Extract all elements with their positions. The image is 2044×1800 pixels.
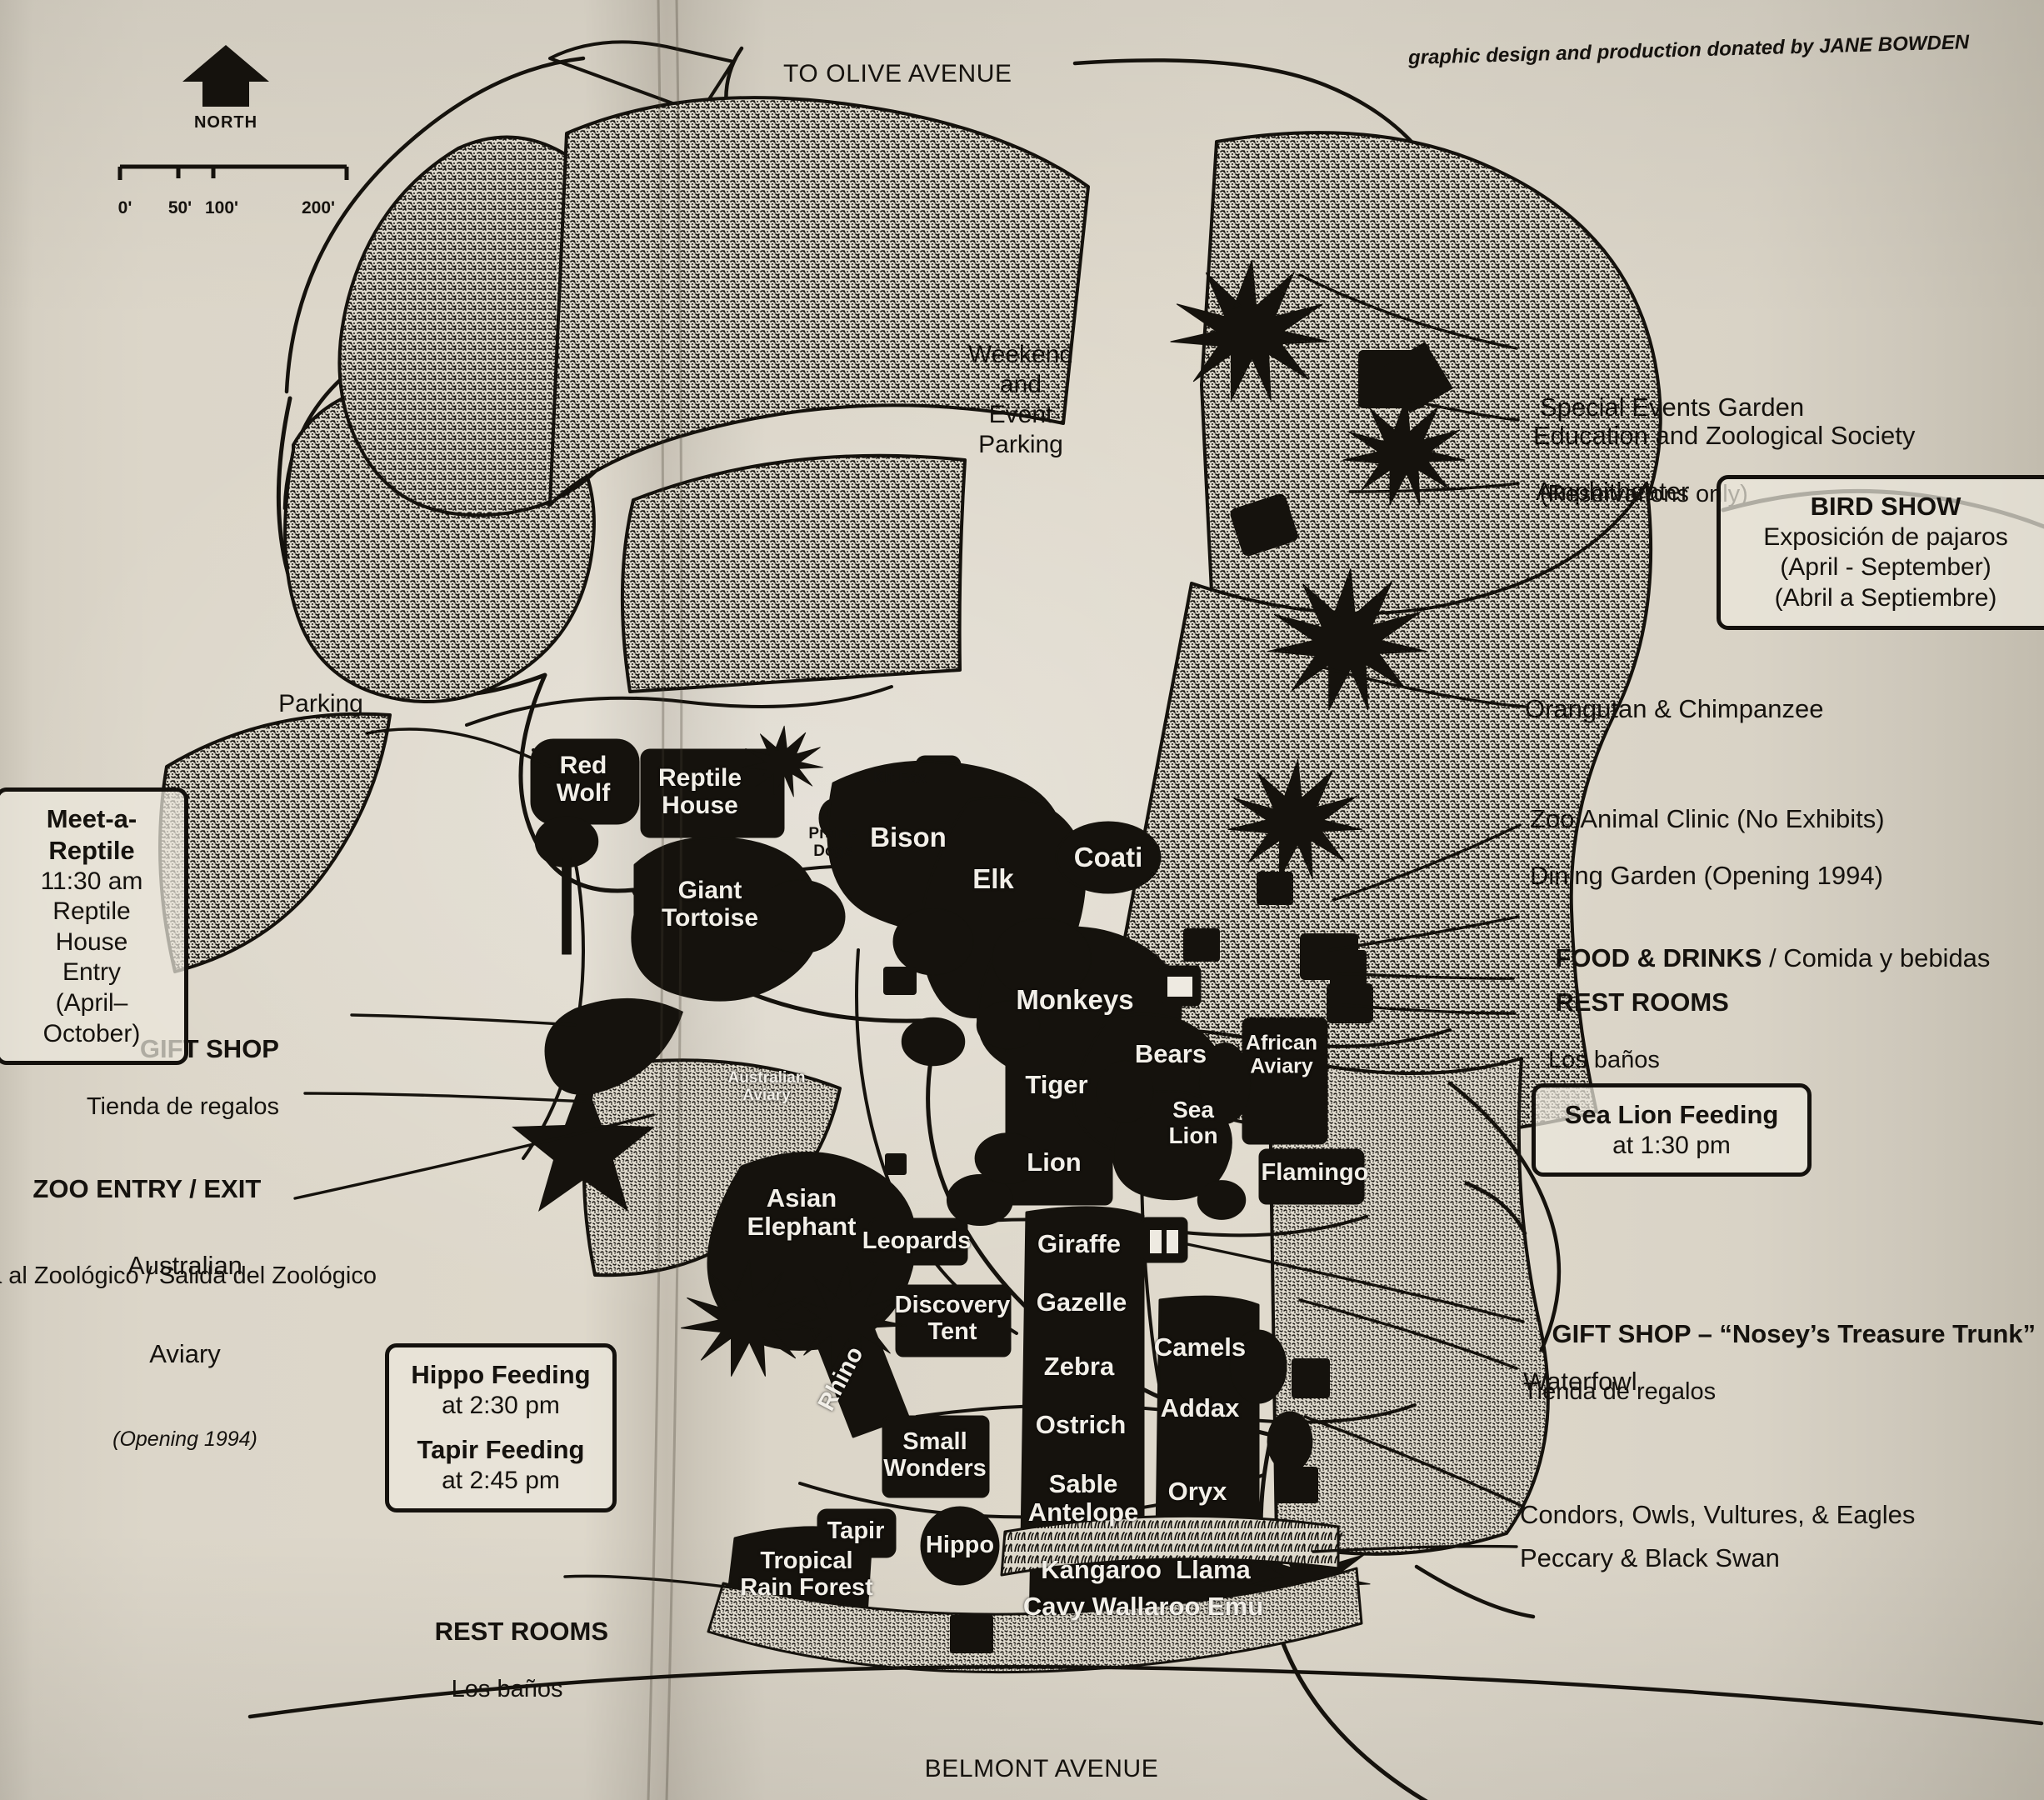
scale-tick-200: 200' bbox=[301, 198, 336, 218]
exhibit-label-oryx: Oryx bbox=[1167, 1476, 1227, 1506]
north-label: NORTH bbox=[193, 113, 258, 132]
label-education-zoological-society: Education and Zoological Society bbox=[1533, 421, 1916, 450]
exhibit-label-leopards: Leopards bbox=[862, 1228, 972, 1255]
meet-a-reptile-time: 11:30 am bbox=[40, 867, 143, 895]
label-australian-aviary-line1: Australian bbox=[127, 1250, 242, 1280]
exhibit-label-camels: Camels bbox=[1153, 1332, 1247, 1362]
exhibit-label-sable-antelope: Sable Antelope bbox=[1027, 1468, 1139, 1527]
north-arrow-icon bbox=[182, 45, 269, 107]
label-gift-shop-noseys-spanish: Tienda de regalos bbox=[1523, 1378, 1717, 1405]
exhibit-label-hippo: Hippo bbox=[925, 1532, 995, 1559]
exhibit-label-reptile-house: Reptile House bbox=[657, 764, 742, 819]
label-food-and-drinks-bold: FOOD & DRINKS bbox=[1555, 943, 1762, 973]
exhibit-label-coati: Coati bbox=[1073, 841, 1143, 872]
exhibit-label-monkeys: Monkeys bbox=[1016, 983, 1134, 1015]
exhibit-label-zebra: Zebra bbox=[1043, 1351, 1115, 1381]
exhibit-label-tropical-rain-forest: Tropical Rain Forest bbox=[740, 1548, 873, 1601]
label-gift-shop: GIFT SHOP Tienda de regalos bbox=[87, 1005, 279, 1180]
exhibit-label-lion: Lion bbox=[1027, 1147, 1082, 1177]
scale-bar bbox=[117, 164, 349, 180]
label-zoo-entry-exit-spanish: Entrada al Zoológico / Salida del Zoológ… bbox=[0, 1262, 377, 1289]
road-olive-avenue: TO OLIVE AVENUE bbox=[783, 60, 1012, 88]
exhibit-label-australian-aviary: Australian Aviary bbox=[727, 1069, 806, 1104]
meet-a-reptile-place: Reptile House bbox=[52, 898, 131, 956]
exhibit-label-african-aviary: African Aviary bbox=[1245, 1031, 1318, 1078]
sea-lion-feeding-title: Sea Lion Feeding bbox=[1564, 1100, 1779, 1129]
tapir-feeding-title: Tapir Feeding bbox=[417, 1435, 585, 1465]
label-food-and-drinks: FOOD & DRINKS / Comida y bebidas bbox=[1527, 914, 1990, 1002]
callout-meet-a-reptile[interactable]: Meet-a-Reptile 11:30 am Reptile House En… bbox=[0, 788, 188, 1066]
label-gift-shop-spanish: Tienda de regalos bbox=[86, 1092, 279, 1120]
exhibit-label-bison: Bison bbox=[870, 821, 947, 852]
hippo-feeding-time: at 2:30 pm bbox=[442, 1391, 560, 1419]
parking-label: Parking bbox=[278, 690, 363, 718]
hippo-feeding-title: Hippo Feeding bbox=[411, 1360, 591, 1389]
exhibit-label-small-wonders: Small Wonders bbox=[883, 1428, 987, 1482]
road-belmont-avenue: BELMONT AVENUE bbox=[924, 1755, 1159, 1782]
tapir-feeding-time: at 2:45 pm bbox=[442, 1467, 560, 1495]
exhibit-label-discovery-tent: Discovery Tent bbox=[894, 1292, 1011, 1345]
weekend-event-parking-label: Weekend and Event Parking bbox=[967, 341, 1074, 458]
label-rest-rooms-left-spanish: Los baños bbox=[451, 1675, 563, 1702]
label-rest-rooms-right: REST ROOMS Los baños bbox=[1527, 958, 1729, 1133]
label-condors-owls-vultures-eagles: Condors, Owls, Vultures, & Eagles bbox=[1520, 1500, 1916, 1529]
callout-sea-lion-feeding[interactable]: Sea Lion Feeding at 1:30 pm bbox=[1532, 1083, 1812, 1178]
exhibit-label-giant-tortoise: Giant Tortoise bbox=[661, 877, 759, 932]
exhibit-label-gazelle: Gazelle bbox=[1036, 1287, 1127, 1317]
sea-lion-feeding-time: at 1:30 pm bbox=[1612, 1131, 1731, 1159]
scale-tick-100: 100' bbox=[204, 198, 239, 218]
meet-a-reptile-season: (April–October) bbox=[42, 989, 141, 1048]
exhibit-label-prairie-dogs: Prairie Dogs bbox=[808, 825, 858, 860]
exhibit-label-tapir: Tapir bbox=[827, 1518, 885, 1545]
label-rest-rooms-left: REST ROOMS Los baños bbox=[406, 1588, 608, 1762]
meet-a-reptile-title: Meet-a-Reptile bbox=[46, 804, 137, 865]
bird-show-months-en: (April - September) bbox=[1780, 553, 1992, 582]
label-australian-aviary-callout: Australian Aviary (Opening 1994) bbox=[112, 1192, 257, 1510]
scale-tick-0: 0' bbox=[117, 198, 132, 218]
label-zoo-entry-exit-bold: ZOO ENTRY / EXIT bbox=[32, 1173, 262, 1203]
exhibit-label-kangaroo-llama: Kangaroo Llama bbox=[1041, 1554, 1251, 1584]
exhibit-label-addax: Addax bbox=[1160, 1392, 1240, 1422]
scale-tick-50: 50' bbox=[167, 198, 192, 218]
bird-show-title: BIRD SHOW bbox=[1810, 492, 1962, 521]
label-amphitheater: Amphitheater bbox=[1536, 477, 1690, 506]
exhibit-label-elk: Elk bbox=[972, 862, 1014, 894]
label-line-1: Special Events Garden bbox=[1540, 392, 1805, 422]
label-zoo-animal-clinic: Zoo Animal Clinic (No Exhibits) bbox=[1530, 804, 1885, 833]
exhibit-label-cavy-wallaroo-emu: Cavy Wallaroo Emu bbox=[1022, 1591, 1264, 1621]
label-australian-aviary-opening: (Opening 1994) bbox=[112, 1427, 257, 1451]
exhibit-label-red-wolf: Red Wolf bbox=[556, 752, 611, 807]
exhibit-label-ostrich: Ostrich bbox=[1035, 1409, 1127, 1439]
label-rest-rooms-left-bold: REST ROOMS bbox=[434, 1617, 608, 1647]
meet-a-reptile-entry: Entry bbox=[62, 958, 122, 987]
label-gift-shop-noseys-bold: GIFT SHOP – “Nosey’s Treasure Trunk” bbox=[1552, 1319, 2037, 1349]
label-waterfowl: Waterfowl bbox=[1523, 1367, 1637, 1396]
bird-show-months-es: (Abril a Septiembre) bbox=[1774, 584, 1997, 612]
label-australian-aviary-line2: Aviary bbox=[149, 1338, 221, 1368]
callout-hippo-tapir-feeding[interactable]: Hippo Feeding at 2:30 pm Tapir Feeding a… bbox=[385, 1343, 617, 1512]
label-rest-rooms-right-bold: REST ROOMS bbox=[1555, 988, 1729, 1018]
label-gift-shop-noseys: GIFT SHOP – “Nosey’s Treasure Trunk” Tie… bbox=[1523, 1290, 2036, 1465]
exhibit-label-flamingo: Flamingo bbox=[1261, 1159, 1369, 1187]
callout-bird-show[interactable]: BIRD SHOW Exposición de pajaros (April -… bbox=[1717, 475, 2044, 630]
label-orangutan-chimpanzee: Orangutan & Chimpanzee bbox=[1525, 694, 1824, 723]
label-rest-rooms-right-spanish: Los baños bbox=[1548, 1046, 1660, 1073]
label-food-and-drinks-spanish: / Comida y bebidas bbox=[1762, 943, 1991, 973]
exhibit-label-asian-elephant: Asian Elephant bbox=[747, 1182, 857, 1241]
exhibit-label-sea-lion: Sea Lion bbox=[1168, 1097, 1218, 1148]
label-zoo-entry-exit: ZOO ENTRY / EXIT Entrada al Zoológico / … bbox=[0, 1115, 377, 1348]
bird-show-spanish: Exposición de pajaros bbox=[1763, 522, 2008, 551]
exhibit-label-tiger: Tiger bbox=[1025, 1069, 1088, 1099]
exhibit-label-giraffe: Giraffe bbox=[1037, 1228, 1121, 1258]
label-peccary-black-swan: Peccary & Black Swan bbox=[1520, 1543, 1780, 1572]
exhibit-label-bears: Bears bbox=[1134, 1038, 1207, 1068]
label-dining-garden: Dining Garden (Opening 1994) bbox=[1530, 861, 1883, 890]
exhibit-label-kit-fox: Kit Fox bbox=[872, 769, 927, 788]
